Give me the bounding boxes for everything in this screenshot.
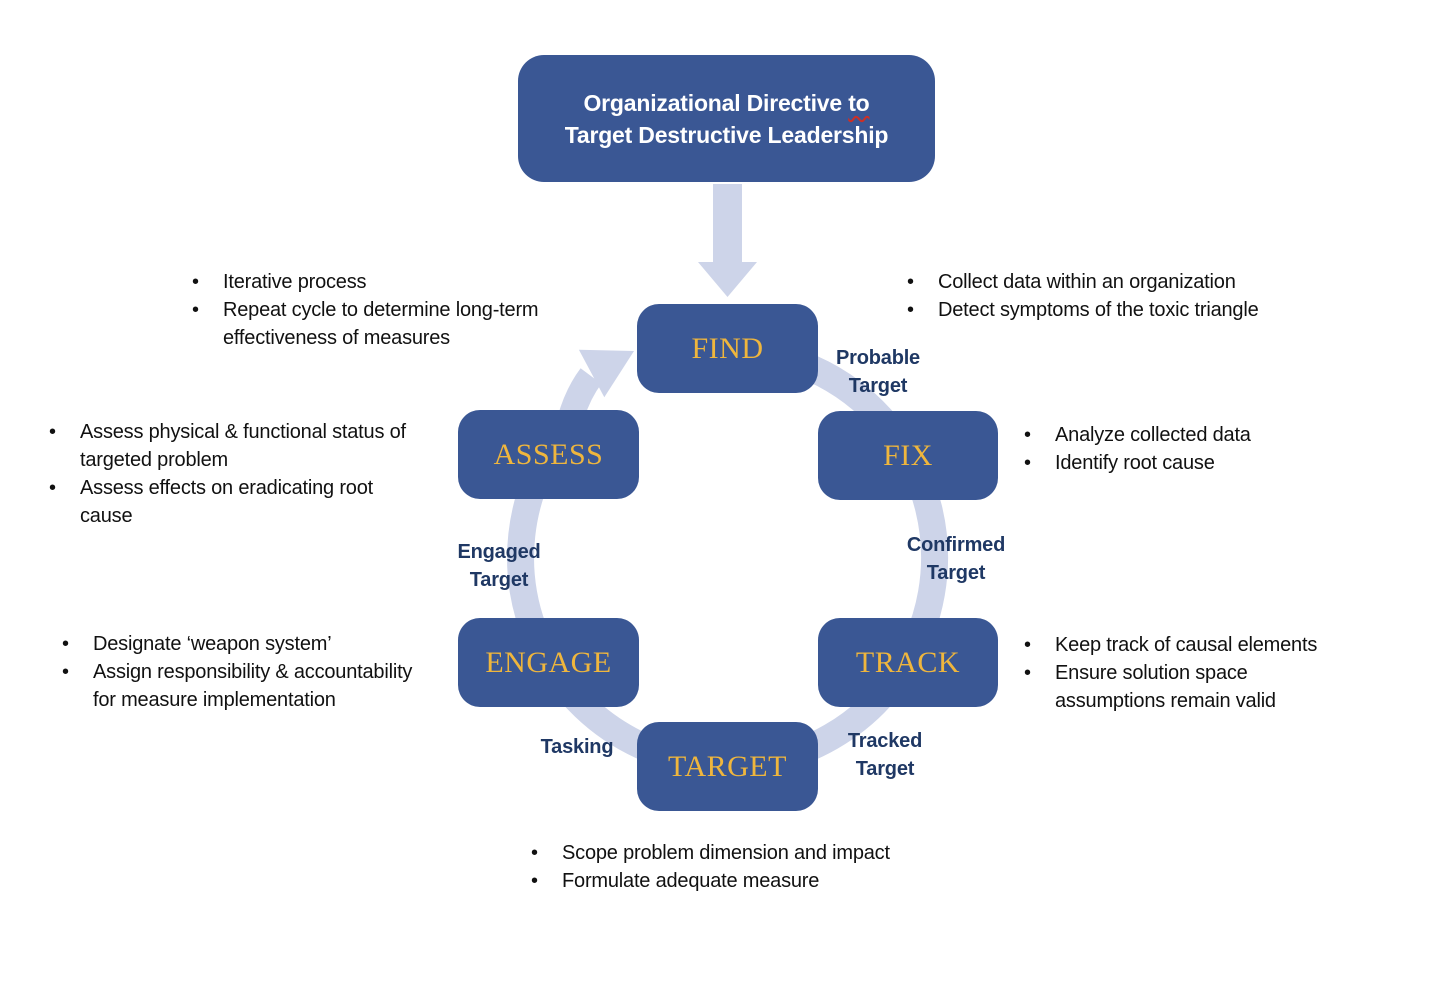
bullet-item: Assign responsibility & accountability f… bbox=[60, 658, 490, 714]
bullet-item: Assess effects on eradicating root cause bbox=[47, 474, 457, 530]
transition-label-confirmed-target: Confirmed Target bbox=[906, 534, 1006, 584]
stage-box-target: TARGET bbox=[637, 722, 818, 811]
stage-label-target: TARGET bbox=[668, 749, 787, 783]
stage-box-find: FIND bbox=[637, 304, 818, 393]
transition-label-engaged-target: Engaged Target bbox=[457, 541, 541, 591]
stage-label-engage: ENGAGE bbox=[485, 645, 612, 679]
bullet-item: Ensure solution space assumptions remain… bbox=[1022, 659, 1362, 715]
target-notes-list: Scope problem dimension and impact Formu… bbox=[529, 839, 969, 895]
track-notes-list: Keep track of causal elements Ensure sol… bbox=[1022, 631, 1362, 715]
iterative-notes-list: Iterative process Repeat cycle to determ… bbox=[190, 268, 590, 352]
assess-notes-list: Assess physical & functional status of t… bbox=[47, 418, 457, 530]
bullet-item: Collect data within an organization bbox=[905, 268, 1345, 296]
engage-notes-list: Designate ‘weapon system’ Assign respons… bbox=[60, 630, 490, 714]
assess-to-find-arrowhead bbox=[578, 349, 634, 398]
bullet-item: Identify root cause bbox=[1022, 449, 1352, 477]
bullet-item: Iterative process bbox=[190, 268, 590, 296]
stage-box-fix: FIX bbox=[818, 411, 998, 500]
bullet-item: Assess physical & functional status of t… bbox=[47, 418, 457, 474]
bullet-item: Repeat cycle to determine long-term effe… bbox=[190, 296, 590, 352]
bullet-item: Designate ‘weapon system’ bbox=[60, 630, 490, 658]
stage-label-track: TRACK bbox=[855, 645, 961, 679]
directive-title-line1-text: Organizational Directive bbox=[583, 89, 849, 116]
directive-title-line1: Organizational Directive to bbox=[583, 87, 869, 119]
bullet-item: Formulate adequate measure bbox=[529, 867, 969, 895]
stage-label-find: FIND bbox=[691, 331, 764, 365]
stage-box-track: TRACK bbox=[818, 618, 998, 707]
bullet-item: Analyze collected data bbox=[1022, 421, 1352, 449]
transition-label-tracked-target: Tracked Target bbox=[847, 730, 923, 780]
stage-label-assess: ASSESS bbox=[493, 437, 604, 471]
transition-label-probable-target: Probable Target bbox=[836, 347, 920, 397]
directive-down-arrow-icon bbox=[698, 184, 757, 297]
organizational-directive-box: Organizational Directive to Target Destr… bbox=[518, 55, 935, 182]
directive-title-line2: Target Destructive Leadership bbox=[564, 121, 889, 148]
directive-title-spellcheck-word: to bbox=[848, 89, 870, 116]
stage-label-fix: FIX bbox=[883, 438, 933, 472]
transition-label-tasking: Tasking bbox=[540, 736, 614, 758]
bullet-item: Keep track of causal elements bbox=[1022, 631, 1362, 659]
bullet-item: Detect symptoms of the toxic triangle bbox=[905, 296, 1345, 324]
fix-notes-list: Analyze collected data Identify root cau… bbox=[1022, 421, 1352, 477]
stage-box-assess: ASSESS bbox=[458, 410, 639, 499]
bullet-item: Scope problem dimension and impact bbox=[529, 839, 969, 867]
find-notes-list: Collect data within an organization Dete… bbox=[905, 268, 1345, 324]
